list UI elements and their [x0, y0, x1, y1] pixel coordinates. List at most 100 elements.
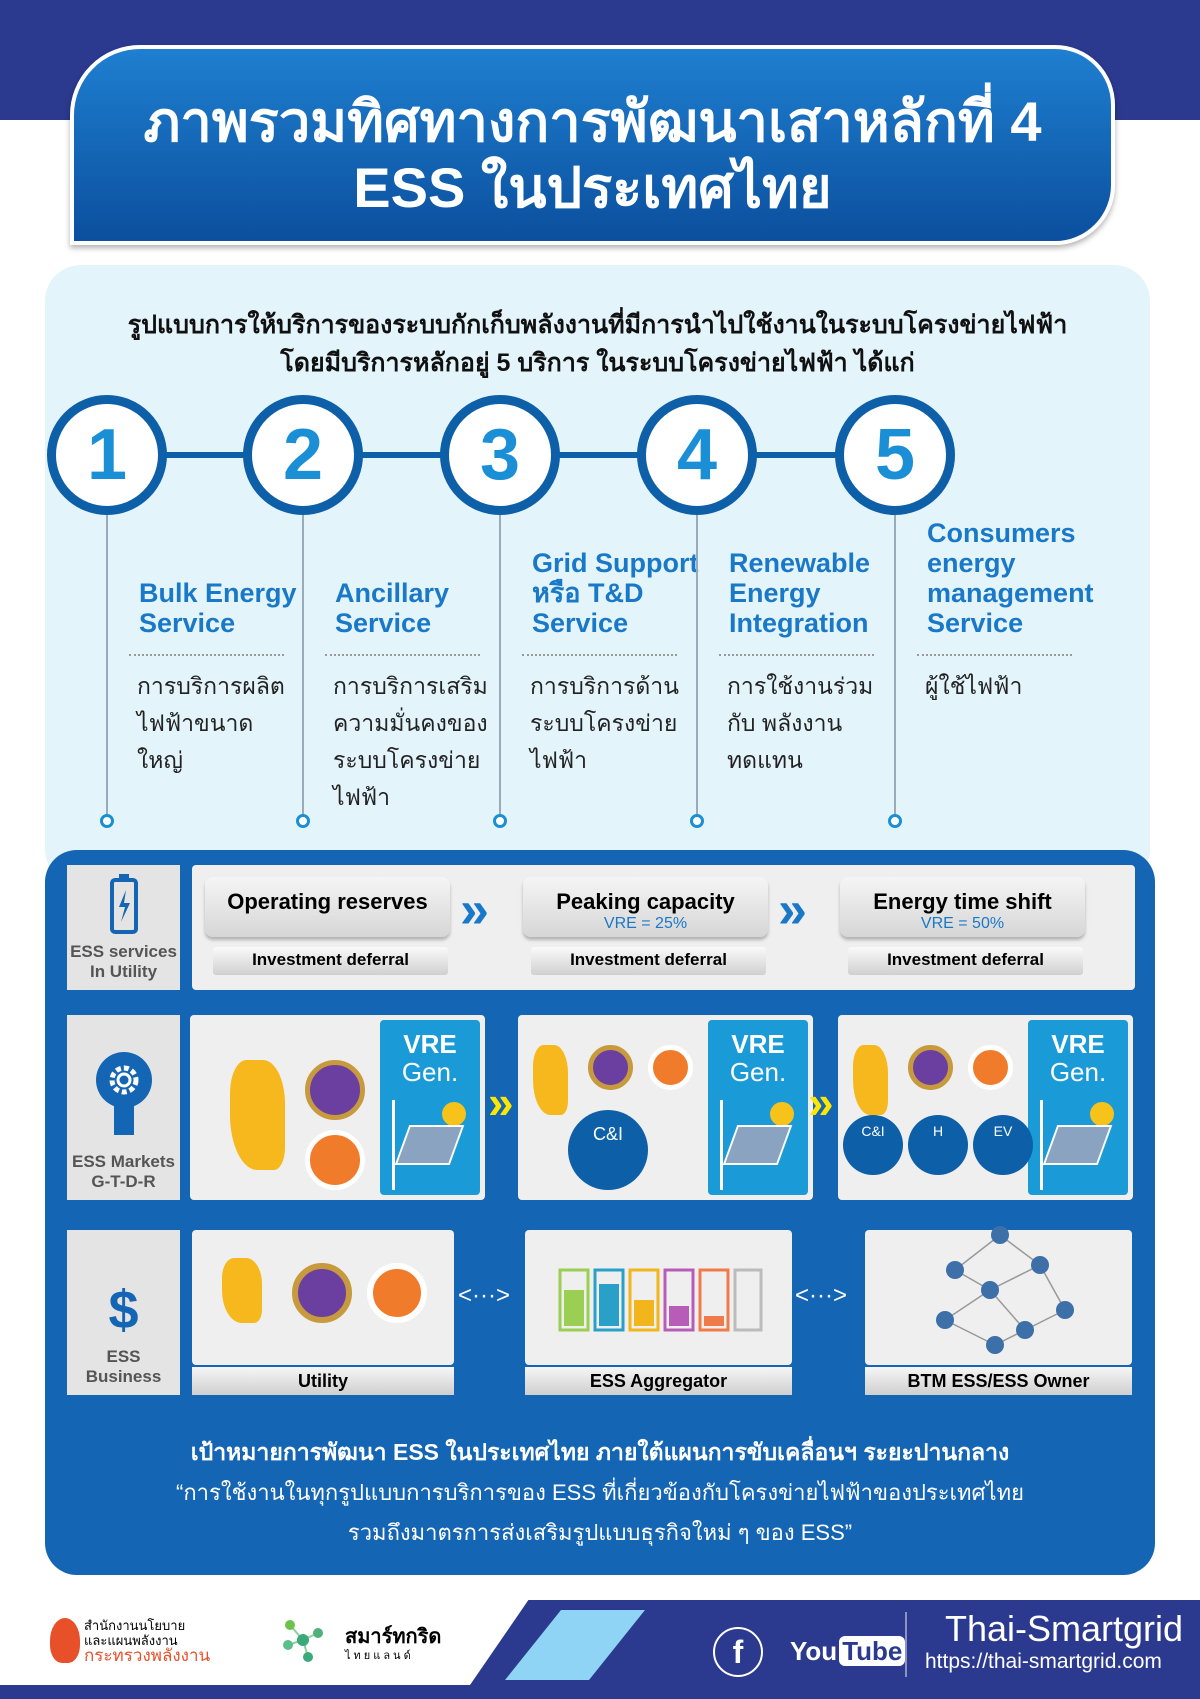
page-title-line2: ESS ในประเทศไทย	[353, 156, 832, 219]
gen-label: Gen.	[401, 1057, 459, 1087]
goal-quote-line1: “การใช้งานในทุกรูปแบบการบริการของ ESS ที…	[176, 1480, 1024, 1505]
energy-ministry-flame-logo	[50, 1618, 80, 1663]
solar-panel-icon	[722, 1125, 793, 1165]
business-label-1: ESS	[106, 1347, 141, 1366]
aggregator-caption: ESS Aggregator	[525, 1367, 792, 1395]
service-dot	[493, 814, 507, 828]
stage-deferral: Investment deferral	[213, 947, 448, 975]
eppo-line2: และแผนพลังงาน	[84, 1633, 178, 1648]
service-divider	[917, 654, 1072, 656]
service-number: 1	[86, 415, 128, 495]
mea-seal-logo	[305, 1130, 365, 1190]
owner-box	[865, 1226, 1132, 1365]
commercial-industrial-icon: C&I	[843, 1115, 903, 1175]
gen-label: Gen.	[1049, 1057, 1107, 1087]
chevron-right-icon: »	[460, 881, 489, 939]
service-number: 4	[676, 415, 718, 495]
vre-label: VRE	[731, 1029, 785, 1059]
service-title: Bulk Energy Service	[139, 578, 297, 638]
utility-business-box	[192, 1230, 454, 1365]
utility-label: ESS services In Utility	[67, 865, 180, 990]
goal-quote-line2: รวมถึงมาตรการส่งเสริมรูปแบบธุรกิจใหม่ ๆ …	[347, 1520, 853, 1545]
chevron-right-icon: »	[778, 881, 807, 939]
markets-label-1: ESS Markets	[72, 1152, 175, 1171]
facebook-icon[interactable]: f	[713, 1627, 763, 1677]
dollar-icon: $	[108, 1280, 139, 1340]
page-title-line1: ภาพรวมทิศทางการพัฒนาเสาหลักที่ 4	[143, 90, 1042, 153]
service-connector	[499, 515, 501, 820]
sun-icon	[1090, 1102, 1114, 1126]
pea-seal-logo	[292, 1263, 352, 1323]
stage-name: Operating reserves	[227, 889, 428, 914]
mea-seal-logo	[968, 1045, 1013, 1090]
youtube-tube: Tube	[839, 1636, 906, 1666]
stage-vre: VRE = 50%	[920, 915, 1005, 932]
service-number-circle: 4	[637, 395, 757, 515]
service-connector	[302, 515, 304, 820]
wind-turbine-icon	[392, 1100, 395, 1190]
service-title: Ancillary Service	[335, 578, 450, 638]
eppo-line3: กระทรวงพลังงาน	[84, 1646, 211, 1665]
utility-label-1: ESS services	[70, 942, 177, 961]
service-number: 2	[282, 415, 324, 495]
bottom-band	[0, 1685, 1200, 1699]
title-banner: ภาพรวมทิศทางการพัฒนาเสาหลักที่ 4 ESS ในป…	[70, 45, 1115, 245]
services-panel	[45, 265, 1150, 885]
service-description: การใช้งานร่วมกับ พลังงานทดแทน	[727, 673, 874, 773]
service-connector	[696, 515, 698, 820]
yellow-chevron-icon: »	[488, 1076, 514, 1128]
home-icon: H	[908, 1115, 968, 1175]
gen-label: Gen.	[729, 1057, 787, 1087]
smartgrid-logo-sub: ไทยแลนด์	[345, 1650, 414, 1662]
utility-stage: Operating reserves	[205, 877, 450, 937]
smartgrid-logo-icon	[283, 1620, 323, 1662]
eppo-logo-text: สำนักงานนโยบาย และแผนพลังงาน กระทรวงพลัง…	[84, 1618, 211, 1665]
service-number: 5	[874, 415, 916, 495]
stage-vre: VRE = 25%	[603, 915, 688, 932]
brand-name: Thai-Smartgrid	[945, 1608, 1184, 1649]
service-dot	[100, 814, 114, 828]
goal-title: เป้าหมายการพัฒนา ESS ในประเทศไทย ภายใต้แ…	[190, 1439, 1010, 1465]
pea-seal-logo	[305, 1060, 365, 1120]
solar-panel-icon	[394, 1125, 465, 1165]
service-dot	[690, 814, 704, 828]
vre-label: VRE	[403, 1029, 457, 1059]
stage-name: Peaking capacity	[556, 889, 735, 914]
sun-icon	[442, 1102, 466, 1126]
service-title: Consumers energy management Service	[927, 518, 1094, 638]
service-divider	[522, 654, 677, 656]
bidirectional-arrow-icon: <···>	[795, 1282, 848, 1309]
egat-logo	[222, 1258, 262, 1323]
egat-logo	[853, 1045, 888, 1115]
aggregator-box	[525, 1230, 792, 1365]
service-description: การบริการเสริม ความมั่นคงของ ระบบโครงข่า…	[333, 673, 488, 810]
eppo-line1: สำนักงานนโยบาย	[84, 1618, 186, 1633]
intro-line2: โดยมีบริการหลักอยู่ 5 บริการ ในระบบโครงข…	[280, 349, 915, 377]
battery-icon	[109, 874, 138, 934]
service-dot	[888, 814, 902, 828]
service-connector	[894, 515, 896, 820]
service-title: Renewable Energy Integration	[729, 548, 871, 638]
lightbulb-gear-icon	[95, 1052, 152, 1135]
service-connector	[106, 515, 108, 820]
service-number-circle: 3	[440, 395, 560, 515]
mea-seal-logo	[648, 1045, 693, 1090]
service-number: 3	[479, 415, 521, 495]
stage-name: Energy time shift	[873, 889, 1052, 914]
service-divider	[325, 654, 480, 656]
bidirectional-arrow-icon: <···>	[458, 1282, 511, 1309]
website-link[interactable]: https://thai-smartgrid.com	[925, 1650, 1162, 1673]
utility-caption: Utility	[192, 1367, 454, 1395]
service-dot	[296, 814, 310, 828]
wind-turbine-icon	[1040, 1100, 1043, 1190]
pea-seal-logo	[588, 1045, 633, 1090]
markets-label-2: G-T-D-R	[91, 1172, 156, 1191]
business-label-2: Business	[85, 1367, 162, 1386]
